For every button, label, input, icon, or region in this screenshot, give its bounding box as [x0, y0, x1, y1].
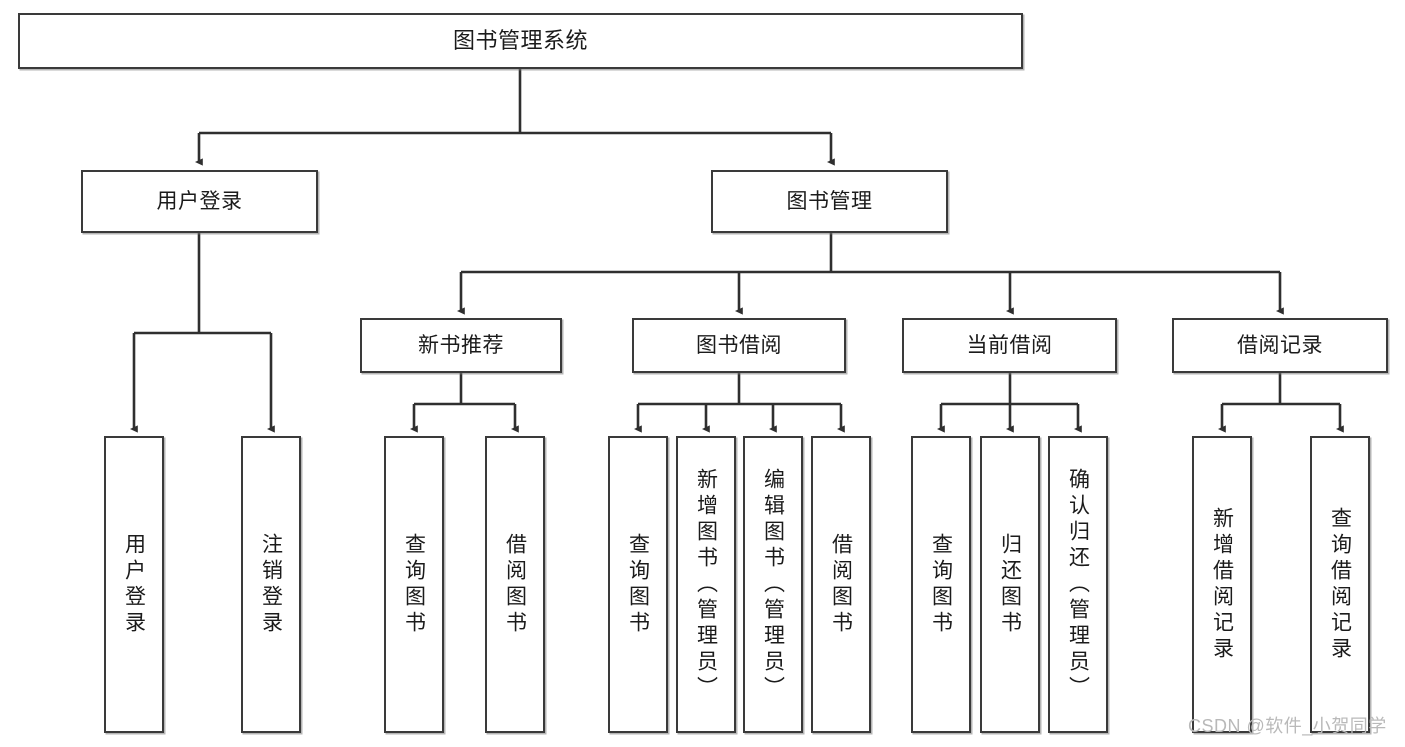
node-book-management[interactable]: 图书管理 — [711, 170, 948, 233]
node-root-book-management-system[interactable]: 图书管理系统 — [18, 13, 1023, 69]
leaf-borrow-add-book-admin[interactable]: 新增图书（管理员） — [676, 436, 736, 733]
leaf-record-add-borrow-record[interactable]: 新增借阅记录 — [1192, 436, 1252, 733]
leaf-recommend-query-book[interactable]: 查询图书 — [384, 436, 444, 733]
csdn-watermark: CSDN @软件_小贺同学 — [1188, 716, 1387, 736]
node-label: 图书借阅 — [696, 333, 782, 357]
leaf-current-return-book[interactable]: 归还图书 — [980, 436, 1040, 733]
node-label: 归还图书 — [998, 532, 1022, 637]
node-label: 图书管理 — [786, 189, 873, 213]
node-label: 查询图书 — [626, 532, 650, 637]
leaf-record-query-borrow-record[interactable]: 查询借阅记录 — [1310, 436, 1370, 733]
node-book-borrow[interactable]: 图书借阅 — [632, 318, 846, 373]
node-label: 查询图书 — [402, 532, 426, 637]
node-new-book-recommend[interactable]: 新书推荐 — [360, 318, 562, 373]
leaf-current-query-book[interactable]: 查询图书 — [911, 436, 971, 733]
node-label: 借阅记录 — [1237, 333, 1323, 357]
leaf-borrow-query-book[interactable]: 查询图书 — [608, 436, 668, 733]
node-label: 当前借阅 — [966, 333, 1053, 357]
node-label: 借阅图书 — [829, 532, 853, 637]
leaf-user-logout[interactable]: 注销登录 — [241, 436, 301, 733]
node-label: 注销登录 — [259, 532, 283, 637]
node-label: 查询图书 — [929, 532, 953, 637]
node-label: 编辑图书（管理员） — [761, 467, 785, 702]
node-borrow-record[interactable]: 借阅记录 — [1172, 318, 1388, 373]
node-label: 图书管理系统 — [452, 27, 588, 53]
leaf-user-login[interactable]: 用户登录 — [104, 436, 164, 733]
node-label: 新增借阅记录 — [1210, 506, 1234, 663]
node-label: 查询借阅记录 — [1328, 506, 1352, 663]
leaf-borrow-edit-book-admin[interactable]: 编辑图书（管理员） — [743, 436, 803, 733]
node-label: 借阅图书 — [503, 532, 527, 637]
node-label: 用户登录 — [122, 532, 146, 637]
leaf-recommend-borrow-book[interactable]: 借阅图书 — [485, 436, 545, 733]
node-label: 用户登录 — [156, 189, 243, 213]
node-label: 新书推荐 — [418, 333, 504, 357]
leaf-current-confirm-return-admin[interactable]: 确认归还（管理员） — [1048, 436, 1108, 733]
leaf-borrow-borrow-book[interactable]: 借阅图书 — [811, 436, 871, 733]
node-user-login[interactable]: 用户登录 — [81, 170, 318, 233]
node-label: 确认归还（管理员） — [1066, 467, 1090, 702]
node-current-borrow[interactable]: 当前借阅 — [902, 318, 1117, 373]
node-label: 新增图书（管理员） — [694, 467, 718, 702]
